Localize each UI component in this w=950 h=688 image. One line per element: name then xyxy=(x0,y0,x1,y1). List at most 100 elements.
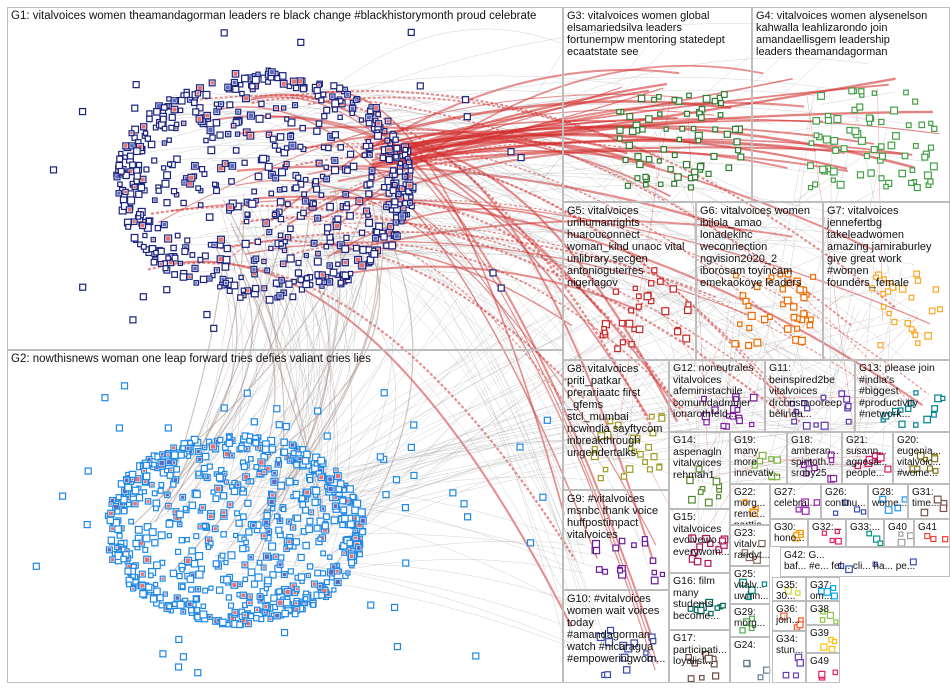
node xyxy=(171,254,179,262)
node xyxy=(507,148,515,156)
node-avatar xyxy=(401,206,405,210)
node xyxy=(305,525,314,534)
node-avatar xyxy=(162,222,166,227)
node xyxy=(330,516,339,525)
node xyxy=(32,562,40,570)
node-avatar xyxy=(129,170,133,174)
edge xyxy=(219,239,586,400)
group-panel-g19: G19: many more innevativ... xyxy=(730,432,787,484)
node-avatar xyxy=(349,554,354,559)
node xyxy=(240,486,246,492)
node xyxy=(131,104,139,112)
group-panel-g32: G32:... xyxy=(808,519,846,547)
node-avatar xyxy=(140,177,145,182)
edge xyxy=(605,152,807,400)
edge xyxy=(614,97,671,450)
node xyxy=(390,603,399,612)
node-avatar xyxy=(335,569,339,573)
node xyxy=(237,294,244,301)
group-label-g12: G12: noneutrales vitalvoices afeministac… xyxy=(673,362,754,420)
node xyxy=(375,111,382,118)
node xyxy=(203,310,211,319)
node-avatar xyxy=(233,610,237,615)
node-avatar xyxy=(206,538,211,543)
group-panel-g13: G13: please join #india's #biggest #prod… xyxy=(855,360,950,432)
edge xyxy=(248,555,616,663)
node xyxy=(254,172,263,181)
node xyxy=(195,470,202,477)
node xyxy=(622,156,629,164)
node-avatar xyxy=(218,165,224,171)
node xyxy=(241,74,249,83)
node xyxy=(346,539,354,547)
node-avatar xyxy=(325,177,329,181)
node xyxy=(251,188,258,195)
node xyxy=(243,389,251,397)
node-avatar xyxy=(173,478,178,482)
group-panel-g15: G15: vitalvoices evolvewo... everywom... xyxy=(669,509,730,573)
node-avatar xyxy=(286,235,290,239)
node-avatar xyxy=(141,465,145,468)
node-avatar xyxy=(172,461,176,464)
edge xyxy=(371,140,656,169)
edge xyxy=(302,187,882,545)
node-avatar xyxy=(266,525,268,528)
group-label-g17: G17: participati... loyalist... xyxy=(673,632,727,667)
node-avatar xyxy=(225,481,228,483)
node xyxy=(294,269,303,277)
node xyxy=(166,532,172,539)
node xyxy=(205,213,214,221)
node xyxy=(401,504,410,512)
node xyxy=(107,536,116,545)
node xyxy=(280,438,288,447)
node xyxy=(195,185,201,192)
group-label-g21: G21: susann... agnesa... people... xyxy=(846,435,888,479)
node-avatar xyxy=(334,469,337,472)
node xyxy=(173,121,180,128)
edge xyxy=(820,91,896,105)
edge xyxy=(176,76,835,185)
edge xyxy=(709,462,933,474)
node xyxy=(201,252,209,260)
node xyxy=(267,542,277,551)
node xyxy=(642,181,649,188)
edge xyxy=(213,248,377,465)
node-avatar xyxy=(295,607,299,612)
edge xyxy=(236,165,746,234)
node xyxy=(124,567,132,575)
node-avatar xyxy=(285,547,289,551)
edge xyxy=(267,49,665,511)
node-avatar xyxy=(259,460,264,465)
edge xyxy=(749,297,821,405)
node-avatar xyxy=(328,477,333,482)
edge xyxy=(378,133,848,170)
group-panel-g28: G28: wome... xyxy=(868,484,908,519)
node-avatar xyxy=(335,579,340,585)
node xyxy=(393,642,402,651)
edge xyxy=(828,305,855,410)
node xyxy=(326,202,334,211)
node xyxy=(166,161,173,167)
node-avatar xyxy=(218,257,223,262)
node-avatar xyxy=(262,566,265,569)
node-avatar xyxy=(370,169,374,173)
group-panel-g25: G25: vitalv... uwinn... xyxy=(730,566,770,604)
edge xyxy=(360,139,656,565)
node xyxy=(153,587,161,596)
node xyxy=(223,575,231,584)
node-avatar xyxy=(208,615,211,619)
group-panel-g49: G49 xyxy=(806,653,840,683)
node xyxy=(58,492,67,500)
node-avatar xyxy=(230,454,233,457)
node-avatar xyxy=(275,613,280,618)
node-avatar xyxy=(347,548,350,551)
edge xyxy=(789,315,807,392)
group-label-g38: G38 xyxy=(810,604,829,615)
node-avatar xyxy=(334,223,339,229)
node-avatar xyxy=(256,446,260,449)
node xyxy=(392,476,401,484)
node-avatar xyxy=(334,496,338,500)
node-avatar xyxy=(140,572,145,576)
node xyxy=(200,603,207,610)
node-avatar xyxy=(113,504,119,510)
